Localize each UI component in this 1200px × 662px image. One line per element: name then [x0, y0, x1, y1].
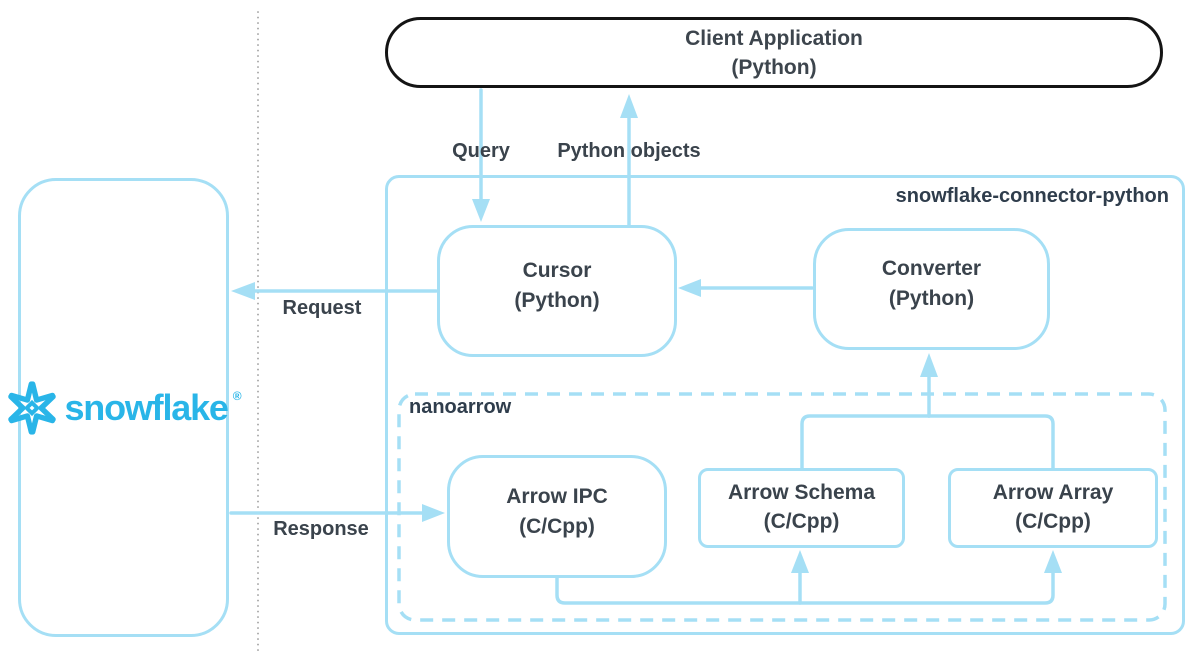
- request-label: Request: [282, 297, 362, 319]
- python-objects-label: Python objects: [557, 140, 701, 162]
- converter-subtitle: (Python): [888, 287, 975, 310]
- client-application-title: Client Application: [685, 27, 863, 51]
- arrow-schema-node: Arrow Schema (C/Cpp): [698, 468, 905, 548]
- arrow-array-title: Arrow Array: [992, 481, 1114, 505]
- snowflake-icon: [8, 380, 57, 435]
- cursor-node: Cursor (Python): [437, 225, 677, 357]
- arrow-schema-subtitle: (C/Cpp): [763, 510, 840, 533]
- arrow-ipc-node: Arrow IPC (C/Cpp): [447, 455, 667, 578]
- nanoarrow-title: nanoarrow: [409, 396, 512, 418]
- arrow-array-node: Arrow Array (C/Cpp): [948, 468, 1158, 548]
- cursor-title: Cursor: [522, 259, 592, 283]
- snowflake-logo: snowflake ®: [5, 380, 242, 435]
- cursor-subtitle: (Python): [514, 289, 600, 312]
- arrow-schema-title: Arrow Schema: [727, 481, 876, 505]
- snowflake-node: snowflake ®: [8, 178, 242, 637]
- connector-python-box: snowflake-connector-python: [385, 175, 1185, 635]
- converter-title: Converter: [881, 257, 982, 281]
- response-label: Response: [273, 518, 369, 540]
- arrow-array-subtitle: (C/Cpp): [1015, 510, 1091, 533]
- snowflake-wordmark: snowflake: [64, 386, 228, 428]
- connector-python-title: snowflake-connector-python: [895, 185, 1169, 207]
- converter-node: Converter (Python): [813, 228, 1050, 350]
- client-application-subtitle: (Python): [731, 55, 817, 79]
- client-application-node: Client Application (Python): [385, 17, 1163, 88]
- registered-mark: ®: [232, 388, 242, 403]
- arrow-ipc-subtitle: (C/Cpp): [519, 514, 595, 538]
- arrow-ipc-title: Arrow IPC: [506, 484, 608, 508]
